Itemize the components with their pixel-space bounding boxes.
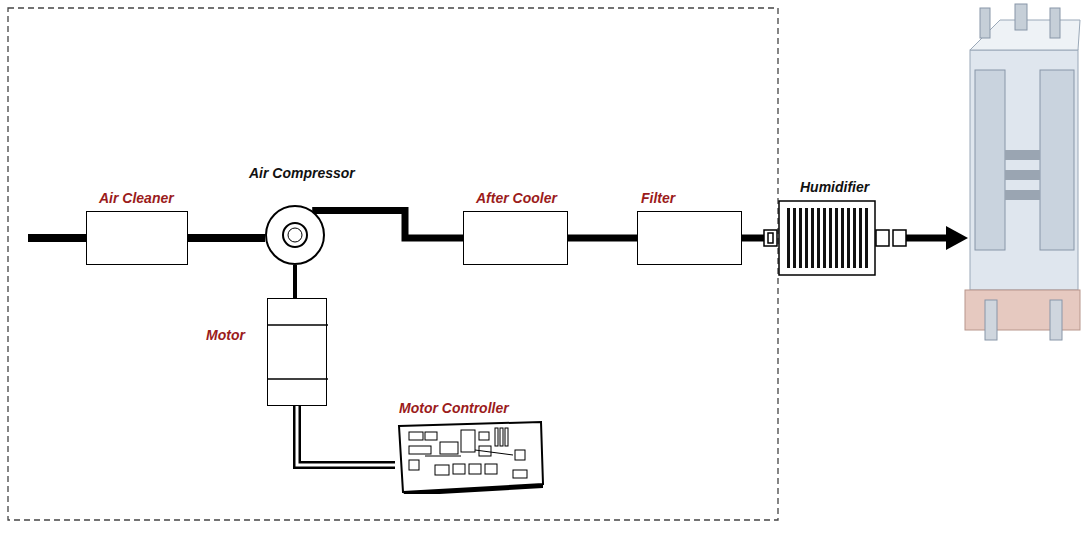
outlet-arrowhead (946, 226, 968, 250)
component-label: Air Compressor (249, 165, 355, 181)
outlet-pipe (906, 235, 950, 242)
air-pipe (568, 238, 637, 239)
system-boundary (8, 8, 778, 520)
component-box: Filter (637, 211, 742, 265)
component-box: Humidifier (778, 200, 876, 276)
component-box: Motor (267, 298, 327, 406)
compressor-circle: Air Compressor (265, 205, 325, 265)
power-cable (297, 406, 395, 465)
component-art (395, 420, 545, 494)
component-art (778, 200, 876, 276)
controller-board: Motor Controller (395, 420, 545, 494)
air-pipe (742, 238, 764, 239)
component-label: Humidifier (800, 179, 869, 195)
component-box: After Cooler (463, 211, 568, 265)
fuel-cell-stack (965, 4, 1080, 340)
air-inlet-pipe (28, 234, 86, 242)
impeller-symbol (267, 207, 323, 263)
component-label: Air Cleaner (99, 190, 174, 206)
component-art (268, 299, 328, 407)
component-label: Motor (206, 327, 245, 343)
component-label: Motor Controller (399, 400, 509, 416)
component-box: Air Cleaner (86, 211, 188, 265)
air-pipe (188, 238, 265, 239)
motor-shaft (295, 265, 296, 298)
component-label: Filter (641, 190, 675, 206)
air-pipe (312, 210, 463, 238)
component-label: After Cooler (476, 190, 557, 206)
